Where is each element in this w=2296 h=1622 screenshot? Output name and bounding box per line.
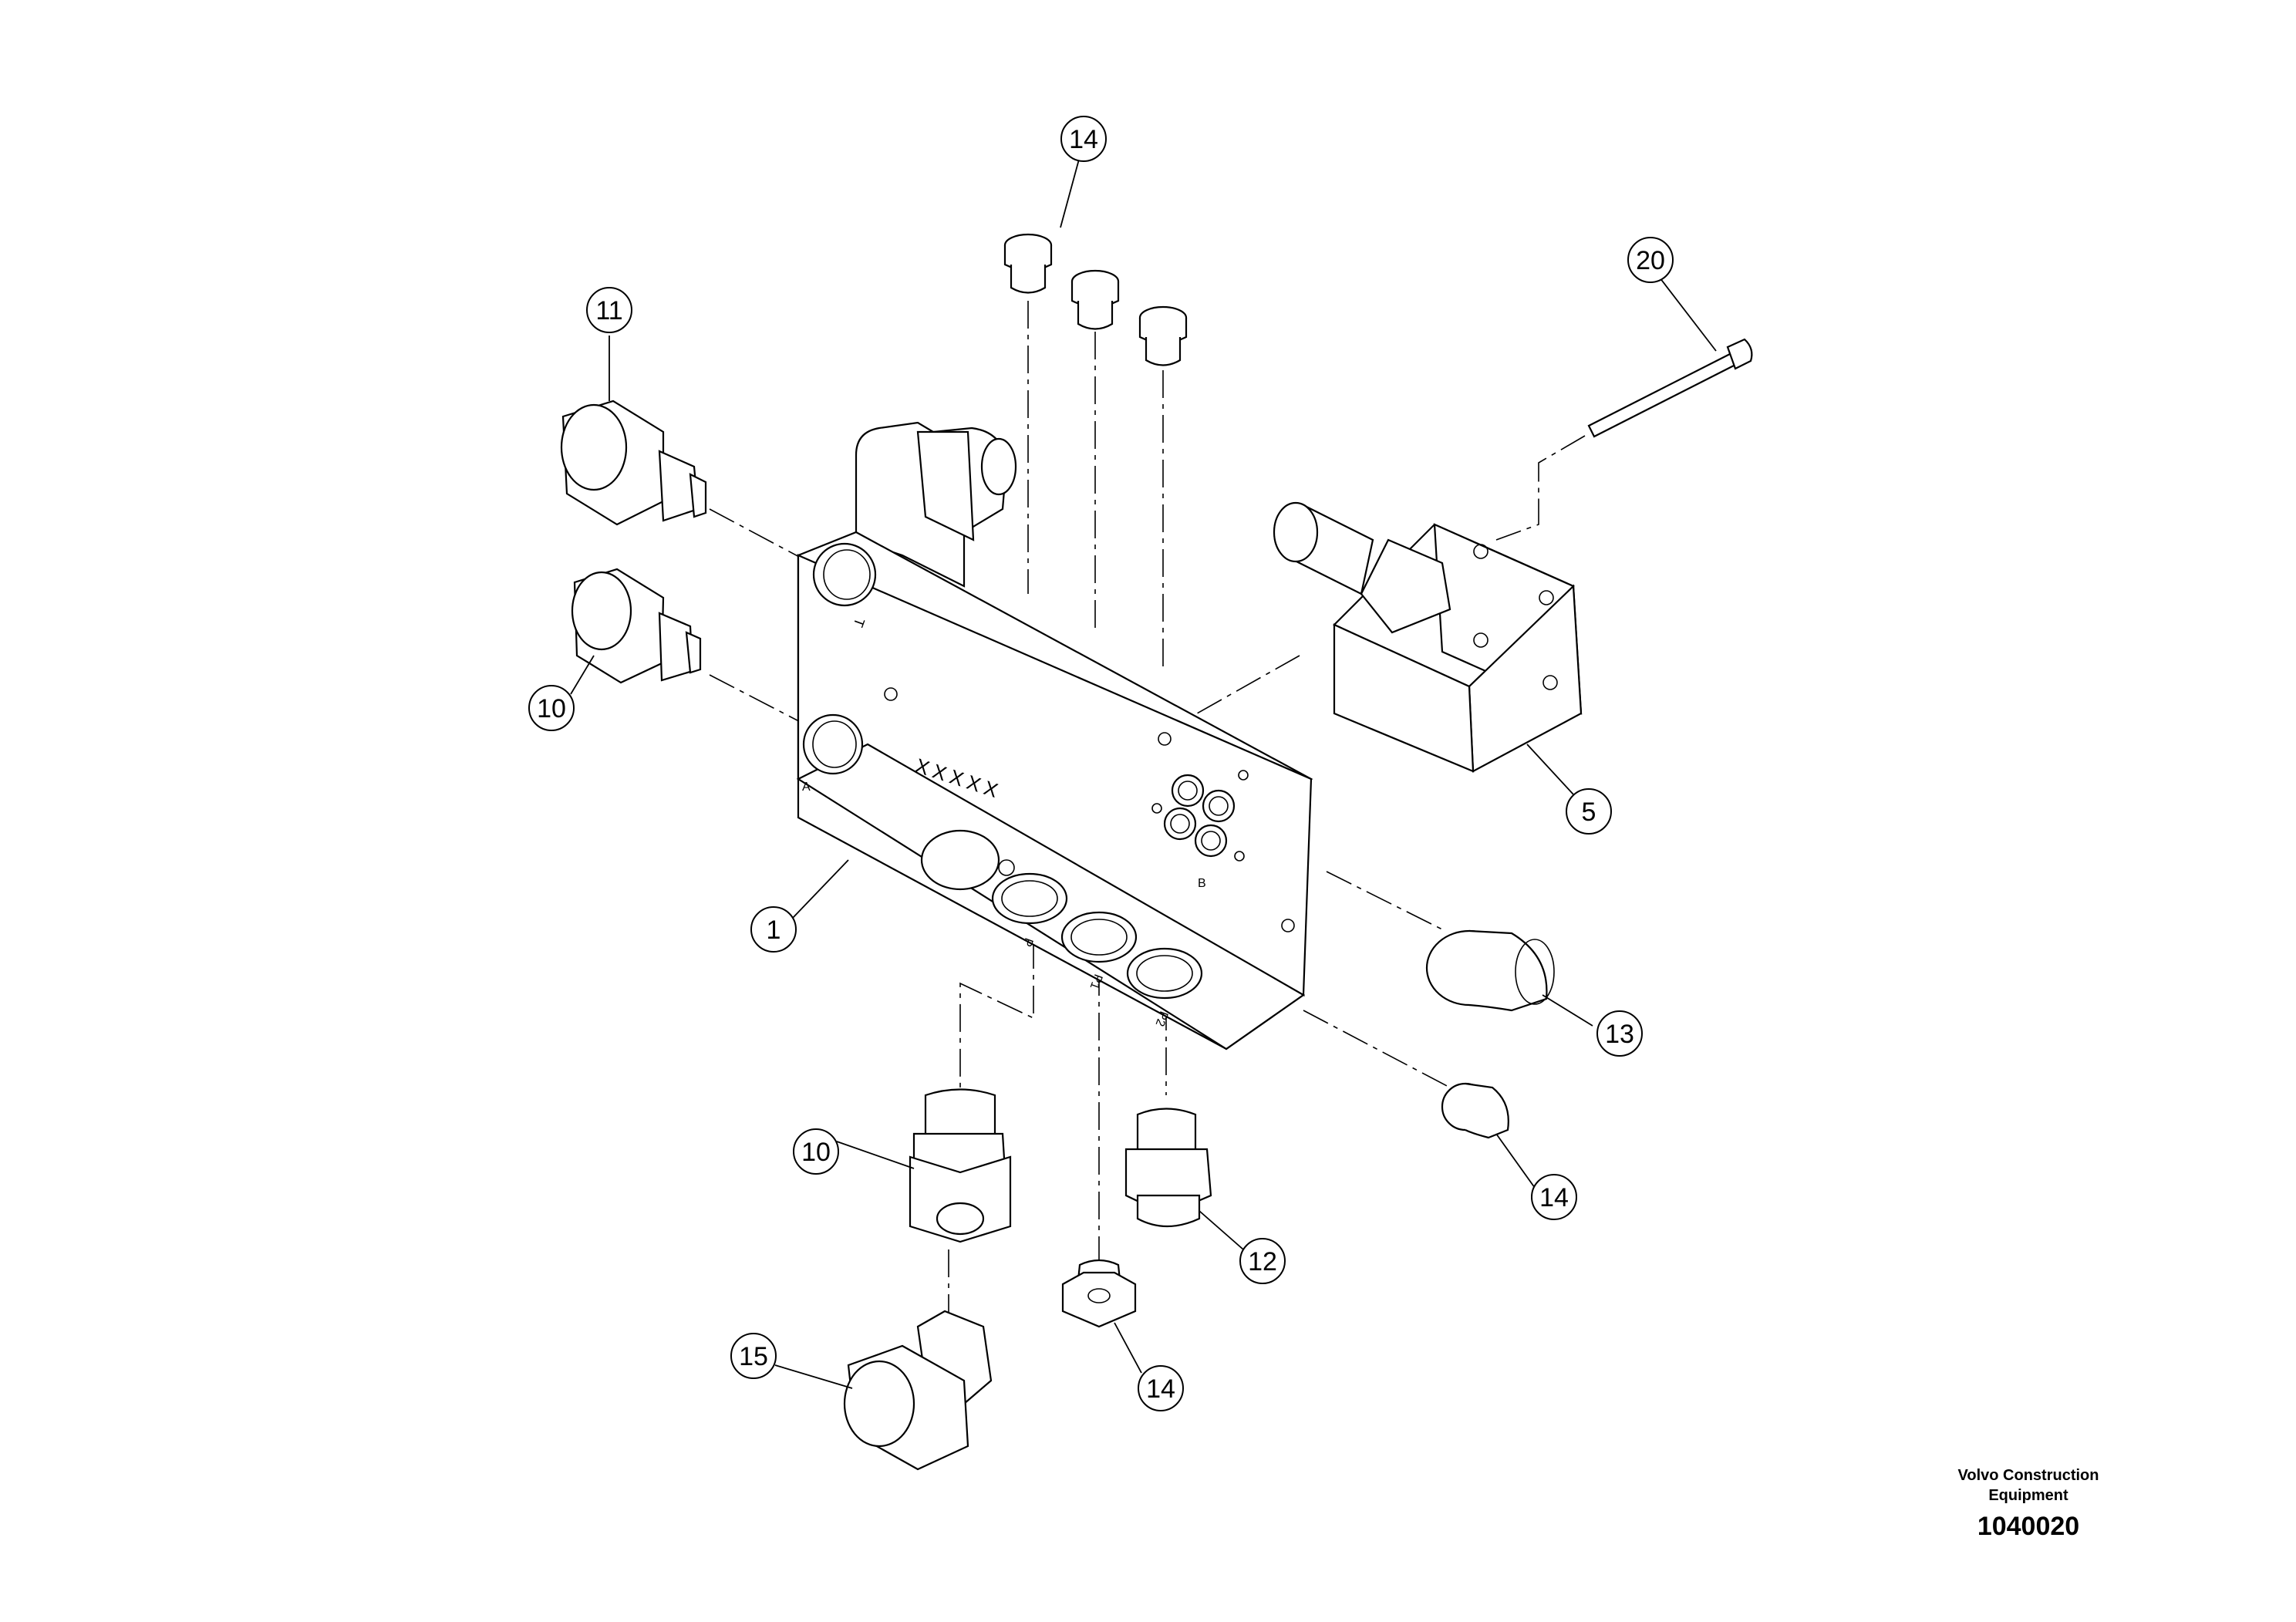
fitting-11 bbox=[560, 400, 707, 526]
callout-label: 5 bbox=[1582, 798, 1596, 827]
leader-lines bbox=[570, 156, 1717, 1389]
callout-label: 15 bbox=[739, 1342, 768, 1371]
callout-label: 13 bbox=[1605, 1020, 1634, 1049]
callout-label: 1 bbox=[767, 916, 781, 945]
callout-label: 10 bbox=[537, 694, 566, 723]
callout-label: 10 bbox=[801, 1138, 831, 1167]
port-label-b: B bbox=[1198, 877, 1206, 890]
plug-13 bbox=[1425, 929, 1555, 1012]
title-block: Volvo Construction Equipment 1040020 bbox=[1882, 1465, 2175, 1542]
port-label-p1: P1 bbox=[1087, 973, 1105, 991]
drawing-number: 1040020 bbox=[1977, 1512, 2080, 1541]
callout-10-left: 10 bbox=[528, 685, 575, 731]
callout-label: 14 bbox=[1539, 1183, 1569, 1212]
port-label-a: A bbox=[802, 781, 811, 794]
callout-14-top: 14 bbox=[1060, 116, 1107, 162]
callout-15: 15 bbox=[730, 1333, 777, 1379]
callout-14-bottom: 14 bbox=[1138, 1365, 1184, 1411]
fitting-12 bbox=[1124, 1108, 1212, 1228]
fitting-10-left bbox=[571, 568, 702, 684]
fitting-10-bottom bbox=[909, 1088, 1012, 1243]
callout-14-right: 14 bbox=[1531, 1174, 1577, 1220]
valve-block: XXXXX T A P P1 P2 B bbox=[796, 421, 1313, 1050]
port-label-p2: P2 bbox=[1153, 1010, 1171, 1028]
callout-label: 14 bbox=[1146, 1374, 1175, 1404]
plugs-top bbox=[1003, 233, 1188, 366]
callout-11: 11 bbox=[586, 287, 632, 333]
callout-12: 12 bbox=[1239, 1238, 1286, 1284]
manufacturer-line-1: Volvo Construction bbox=[1957, 1467, 2099, 1484]
callout-1: 1 bbox=[750, 906, 797, 953]
plug-14-right bbox=[1441, 1082, 1509, 1139]
plug-14-bottom bbox=[1061, 1259, 1137, 1328]
callout-13: 13 bbox=[1596, 1010, 1643, 1057]
solenoid-valve-5 bbox=[1273, 501, 1583, 773]
callout-label: 11 bbox=[595, 296, 622, 325]
bolt-20 bbox=[1587, 338, 1753, 438]
callout-label: 14 bbox=[1069, 125, 1098, 154]
manufacturer-line-2: Equipment bbox=[1988, 1487, 2068, 1504]
elbow-15 bbox=[843, 1310, 993, 1471]
callout-label: 20 bbox=[1636, 246, 1665, 275]
callout-5: 5 bbox=[1566, 788, 1612, 835]
callout-label: 12 bbox=[1248, 1247, 1277, 1276]
callout-20: 20 bbox=[1627, 237, 1674, 283]
callout-10-bottom: 10 bbox=[793, 1128, 839, 1175]
